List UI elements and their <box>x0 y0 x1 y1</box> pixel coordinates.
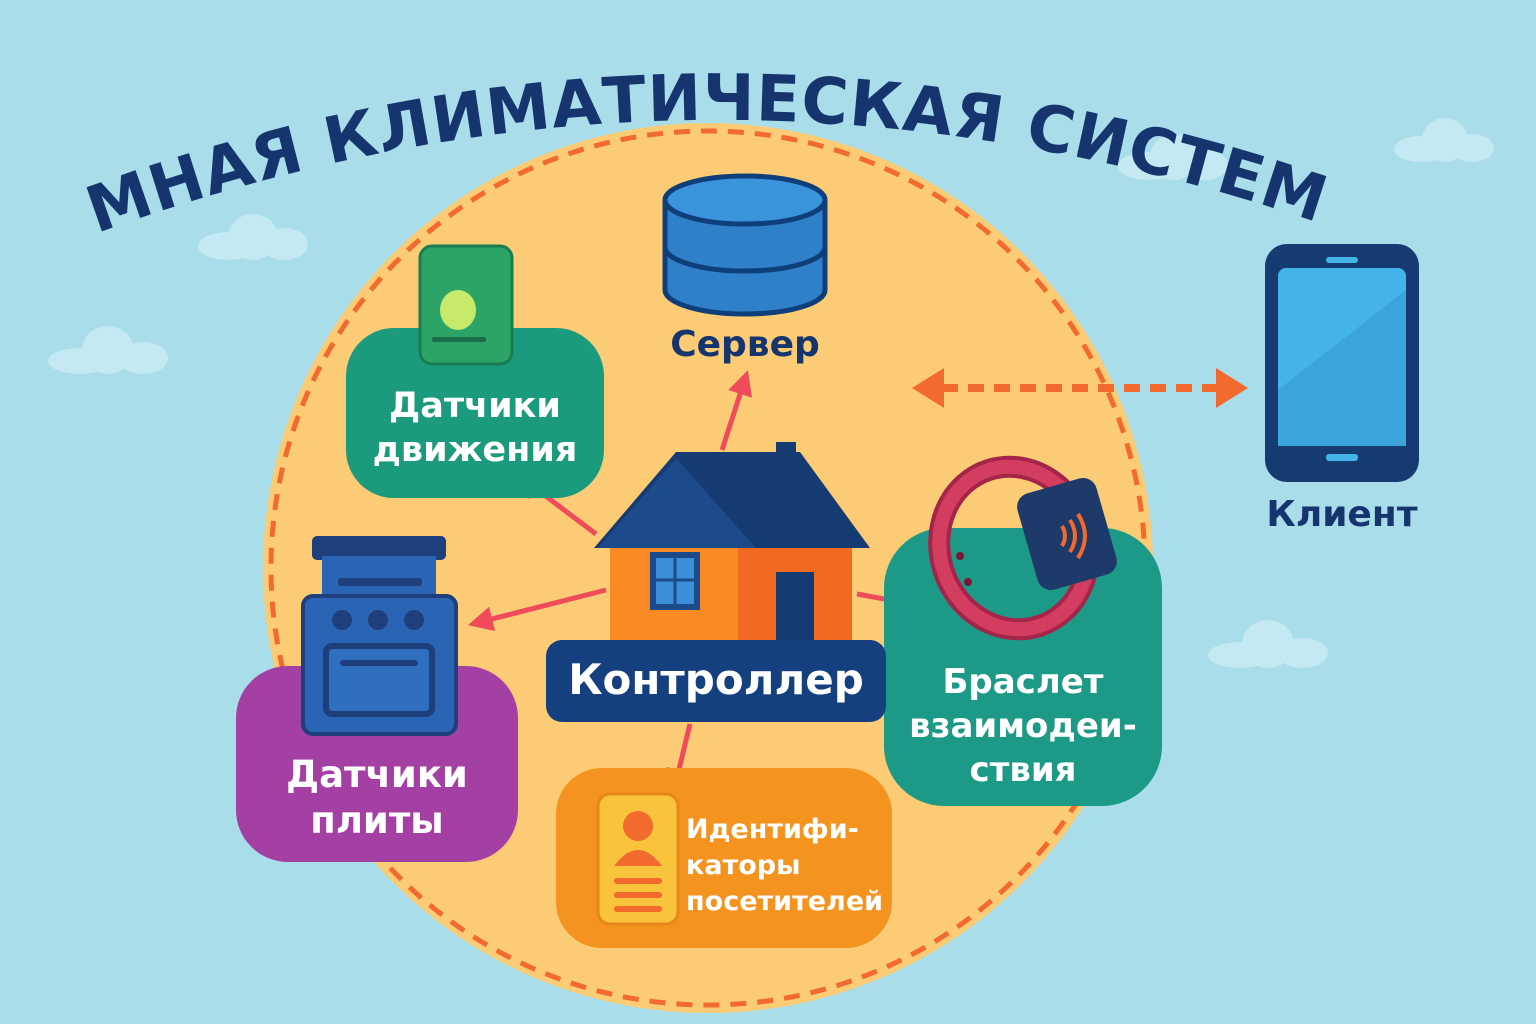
motion-sensor-icon <box>418 244 514 366</box>
motion-sensors-label-line: Датчики <box>389 386 561 426</box>
bracelet-label-line: взаимодеи- <box>909 706 1137 746</box>
controller-label: Контроллер <box>568 655 864 704</box>
visitor-ids-label-line: посетителей <box>686 886 884 917</box>
client-label: Клиент <box>1266 494 1418 535</box>
cloud-decoration <box>1118 132 1228 180</box>
stove-sensors-label-line: Датчики <box>286 753 468 796</box>
cloud-decoration <box>198 210 308 260</box>
id-card-icon <box>596 792 680 926</box>
stove-icon <box>301 536 458 736</box>
cloud-decoration <box>48 326 168 374</box>
controller-box <box>546 640 886 722</box>
bracelet-label: Браслет взаимодеи- ствия <box>884 660 1162 792</box>
visitor-ids-label-line: каторы <box>686 850 801 881</box>
visitor-ids-label: Идентифи- каторы посетителей <box>686 812 900 920</box>
motion-sensors-label-line: движения <box>372 430 578 470</box>
arrow-to-stove-sensors <box>467 587 607 632</box>
visitor-ids-label-line: Идентифи- <box>686 814 859 845</box>
bracelet-label-line: ствия <box>969 750 1077 790</box>
stove-sensors-label: Датчики плиты <box>236 752 518 844</box>
cloud-decoration <box>1394 116 1494 162</box>
house-icon <box>594 442 870 650</box>
arrow-to-server <box>719 370 753 451</box>
stove-sensors-label-line: плиты <box>310 799 444 842</box>
motion-sensors-label: Датчики движения <box>346 384 604 472</box>
database-icon <box>662 173 828 317</box>
client-link-arrow <box>912 368 1248 408</box>
cloud-decoration <box>1208 620 1328 668</box>
bracelet-icon <box>928 455 1117 641</box>
bracelet-label-line: Браслет <box>942 662 1104 702</box>
motion-sensors-box <box>346 328 604 498</box>
server-label: Сервер <box>670 324 820 365</box>
smartphone-icon <box>1265 244 1419 482</box>
